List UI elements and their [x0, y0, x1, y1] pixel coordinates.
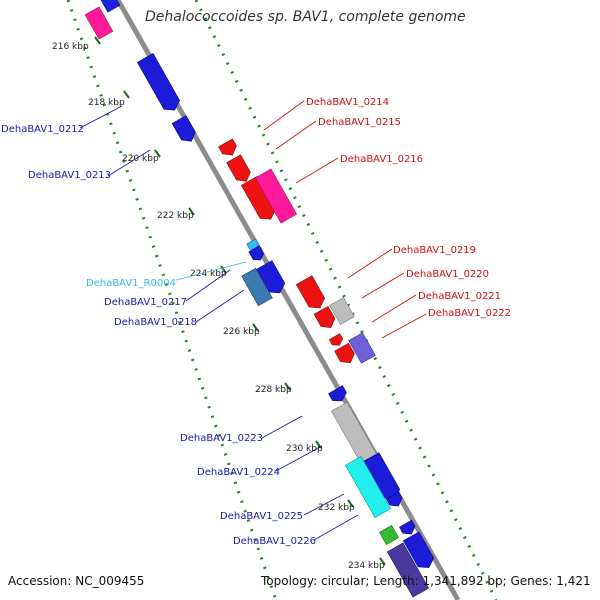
- tick-mark: [94, 36, 386, 566]
- tick-label: 230 kbp: [286, 444, 323, 454]
- gene-feature-0211[interactable]: [84, 6, 114, 40]
- gene-label-0226[interactable]: DehaBAV1_0226: [233, 536, 316, 547]
- tick-label: 228 kbp: [255, 385, 292, 395]
- gene-label-0222[interactable]: DehaBAV1_0222: [428, 308, 511, 319]
- gene-label-0214[interactable]: DehaBAV1_0214: [306, 97, 389, 108]
- gene-feature-0225b[interactable]: [386, 491, 404, 509]
- map-title: Dehalococcoides sp. BAV1, complete genom…: [145, 9, 466, 25]
- tick-label: 222 kbp: [157, 211, 194, 221]
- gene-feature-0221b[interactable]: [334, 342, 358, 367]
- gene-label-0220[interactable]: DehaBAV1_0220: [406, 269, 489, 280]
- label-leader-lines: [79, 100, 427, 541]
- gene-label-0217[interactable]: DehaBAV1_0217: [104, 297, 187, 308]
- gene-label-0219[interactable]: DehaBAV1_0219: [393, 245, 476, 256]
- gene-feature-0213[interactable]: [171, 115, 198, 146]
- gene-feature-0223[interactable]: [328, 385, 349, 405]
- tick-label: 218 kbp: [88, 98, 125, 108]
- gene-feature-0222[interactable]: [348, 332, 376, 364]
- tick-label: 232 kbp: [318, 503, 355, 513]
- gene-feature-0220[interactable]: [329, 297, 355, 325]
- gene-feature-0217[interactable]: [248, 245, 266, 263]
- tick-label: 224 kbp: [190, 269, 227, 279]
- gene-feature-0225[interactable]: [344, 456, 392, 518]
- gene-label-0216[interactable]: DehaBAV1_0216: [340, 154, 423, 165]
- tick-label: 226 kbp: [223, 327, 260, 337]
- inner-dotted-track: [194, 0, 498, 600]
- accession-label: Accession: NC_009455: [8, 574, 145, 588]
- gene-label-R0004[interactable]: DehaBAV1_R0004: [86, 278, 176, 289]
- gene-feature-0227b[interactable]: [386, 542, 430, 598]
- tick-label: 234 kbp: [348, 561, 385, 571]
- gene-feature-0212[interactable]: [136, 53, 182, 114]
- gene-feature-0215[interactable]: [226, 154, 254, 186]
- gene-feature-0226[interactable]: [399, 519, 417, 537]
- gene-feature-0216[interactable]: [254, 168, 298, 224]
- gene-label-0212[interactable]: DehaBAV1_0212: [1, 124, 84, 135]
- gene-feature-0226b[interactable]: [379, 525, 399, 545]
- gene-feature-0219b[interactable]: [313, 305, 338, 331]
- gene-feature-0218[interactable]: [255, 260, 287, 298]
- gene-label-0223[interactable]: DehaBAV1_0223: [180, 433, 263, 444]
- gene-feature-0227[interactable]: [402, 531, 436, 572]
- gene-label-0224[interactable]: DehaBAV1_0224: [197, 467, 280, 478]
- gene-feature-0221[interactable]: [328, 333, 344, 349]
- gene-feature-0210[interactable]: [97, 0, 121, 13]
- genome-summary: Topology: circular; Length: 1,341,892 bp…: [261, 574, 591, 588]
- tick-label: 220 kbp: [122, 154, 159, 164]
- gene-label-0225[interactable]: DehaBAV1_0225: [220, 511, 303, 522]
- gene-feature-0218b[interactable]: [241, 267, 273, 307]
- gene-label-0218[interactable]: DehaBAV1_0218: [114, 317, 197, 328]
- gene-feature-0214[interactable]: [218, 138, 240, 159]
- tick-label: 216 kbp: [52, 42, 89, 52]
- gene-label-0215[interactable]: DehaBAV1_0215: [318, 117, 401, 128]
- gene-feature-0219[interactable]: [295, 275, 327, 313]
- gene-label-0221[interactable]: DehaBAV1_0221: [418, 291, 501, 302]
- gene-label-0213[interactable]: DehaBAV1_0213: [28, 170, 111, 181]
